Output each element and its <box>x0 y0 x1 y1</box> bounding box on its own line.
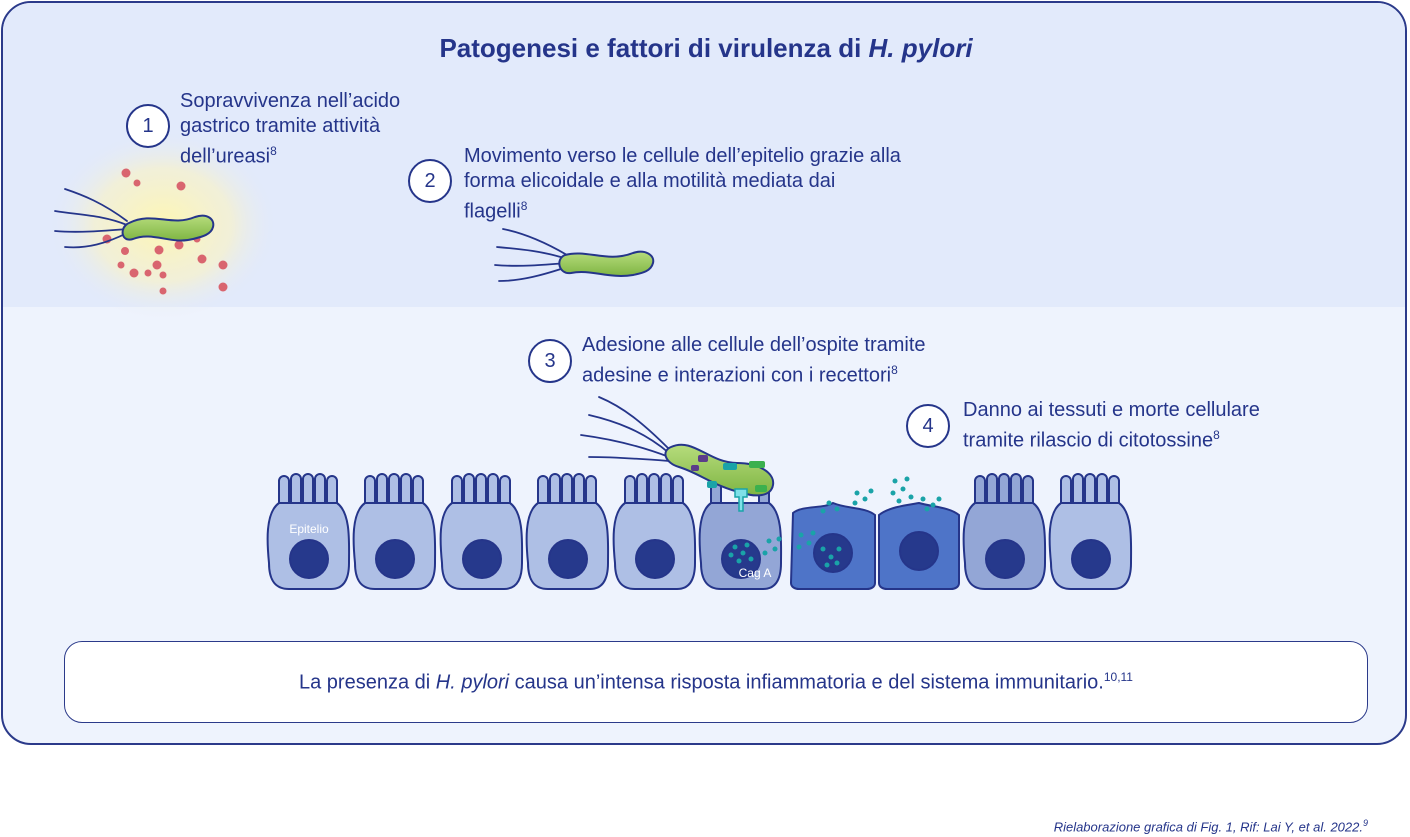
step-1-ref: 8 <box>270 144 277 158</box>
figure-frame: Patogenesi e fattori di virulenza di H. … <box>1 1 1407 745</box>
title-species: H. pylori <box>868 33 973 63</box>
step-4-number: 4 <box>906 404 950 448</box>
epithelial-cell <box>1048 473 1133 590</box>
epithelial-cell <box>962 473 1047 590</box>
bacterium-icon <box>664 443 775 512</box>
bacterium-icon <box>121 214 215 242</box>
epithelial-cell <box>266 473 351 590</box>
epithelial-cell <box>352 473 437 590</box>
epithelial-cell <box>439 473 524 590</box>
step-2-description: Movimento verso le cellule dell’epitelio… <box>464 145 901 223</box>
step-3-ref: 8 <box>891 363 898 377</box>
epithelium <box>266 473 1133 590</box>
damaged-cell <box>878 501 960 590</box>
cag-a-label: Cag A <box>739 566 772 580</box>
step-4-text: Danno ai tessuti e morte cellulare trami… <box>963 398 1293 454</box>
flagella-icon <box>54 188 128 249</box>
bacterium-icon <box>558 250 655 277</box>
damaged-cell <box>789 501 876 590</box>
note-after: causa un’intensa risposta infiammatoria … <box>509 671 1104 694</box>
step-2-text: Movimento verso le cellule dell’epitelio… <box>464 144 904 225</box>
step-3-description: Adesione alle cellule dell’ospite tramit… <box>582 334 926 387</box>
credit-ref: 9 <box>1362 818 1368 828</box>
epithelium-label: Epitelio <box>289 522 329 536</box>
title-main: Patogenesi e fattori di virulenza di <box>439 33 869 63</box>
flagella-icon <box>494 228 568 282</box>
step-3-text: Adesione alle cellule dell’ospite tramit… <box>582 333 962 389</box>
step-2-number: 2 <box>408 159 452 203</box>
step-2-ref: 8 <box>520 199 528 213</box>
step-4-description: Danno ai tessuti e morte cellulare trami… <box>963 399 1260 452</box>
step-1-number: 1 <box>126 104 170 148</box>
epithelial-cell <box>525 473 610 590</box>
toxin-dots-icon <box>728 476 942 568</box>
step-1-text: Sopravvivenza nell’acido gastrico tramit… <box>180 89 420 170</box>
flagella-icon <box>580 396 670 462</box>
note-before: La presenza di <box>299 671 436 694</box>
note-refs: 10,11 <box>1103 669 1133 684</box>
step-3-number: 3 <box>528 339 572 383</box>
step-1-description: Sopravvivenza nell’acido gastrico tramit… <box>180 90 401 168</box>
step-4-ref: 8 <box>1213 428 1220 442</box>
inflammation-note: La presenza di H. pylori causa un’intens… <box>64 641 1368 723</box>
note-species: H. pylori <box>435 671 510 694</box>
page-title: Patogenesi e fattori di virulenza di H. … <box>3 33 1405 64</box>
epithelial-cell <box>612 473 697 590</box>
pathogenesis-diagram: Epitelio Cag A <box>48 130 1133 590</box>
figure-credit: Rielaborazione grafica di Fig. 1, Rif: L… <box>1054 818 1368 834</box>
note-text: La presenza di H. pylori causa un’intens… <box>299 670 1133 695</box>
infected-cell <box>698 475 783 590</box>
credit-text: Rielaborazione grafica di Fig. 1, Rif: L… <box>1053 819 1363 835</box>
